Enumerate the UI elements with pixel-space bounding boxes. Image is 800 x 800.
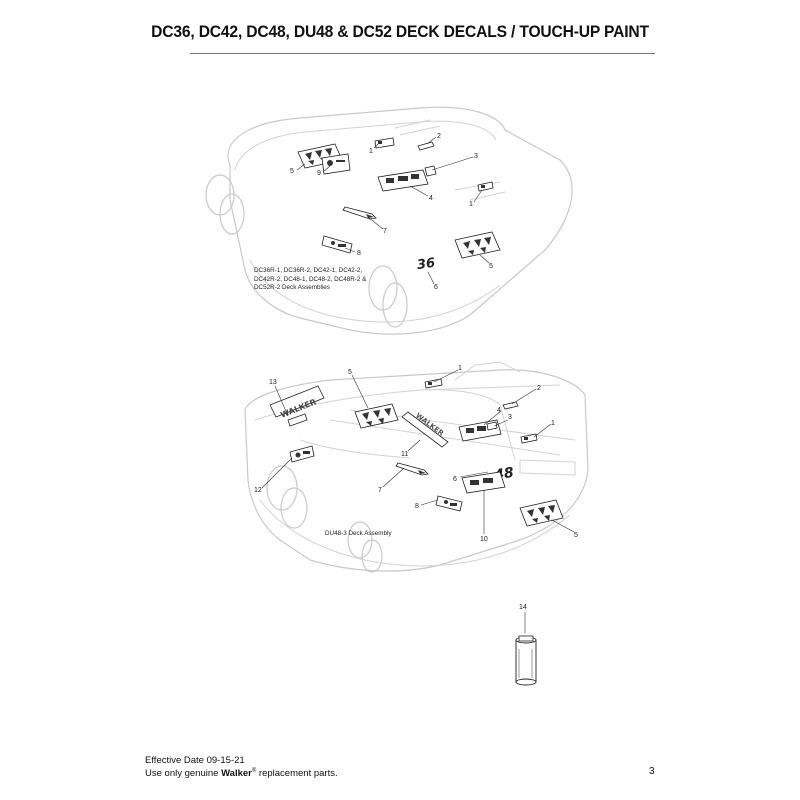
page-title: DC36, DC42, DC48, DU48 & DC52 DECK DECAL… [151,22,649,41]
callout-3: 3 [474,153,478,160]
decal-1-bottom-right [520,433,538,444]
callout-5: 5 [290,168,294,175]
callout-1-bottom: 1 [458,365,462,372]
touch-up-paint-can: 14 [515,604,537,686]
decal-1-bottom-top [424,378,443,389]
callout-7: 7 [383,228,387,235]
callout-14: 14 [519,604,527,611]
top-deck-callouts: 1 2 3 4 5 9 1 7 8 5 6 [290,133,493,291]
callout-1: 1 [369,148,373,155]
decal-13-brand: WALKER [269,385,325,420]
callout-4-bottom: 4 [497,407,501,414]
decal-8-bottom [435,495,463,512]
bottom-deck-callouts: 13 5 1 2 4 3 1 11 6 12 7 8 10 5 [254,365,578,543]
callout-4: 4 [429,195,433,202]
callout-7-bottom: 7 [378,487,382,494]
decal-4-top [377,169,429,192]
decal-8-top [321,235,353,254]
callout-5-bottom-right: 5 [574,532,578,539]
decal-3-top [424,165,437,177]
decal-11-walker-stripe: WALKER [401,411,449,448]
top-deck-outline [205,106,573,335]
callout-2: 2 [437,133,441,140]
decal-3-bottom [486,421,498,431]
genuine-parts-note: Use only genuine Walker® replacement par… [145,768,338,780]
page-number: 3 [649,766,655,777]
decal-1-top [374,137,395,149]
top-deck-decals: 36 [297,137,501,273]
callout-6-bottom: 6 [453,476,457,483]
decal-7-top [342,206,377,220]
decal-1-right [477,181,494,192]
callout-13: 13 [269,379,277,386]
callout-8: 8 [357,250,361,257]
callout-12: 12 [254,487,262,494]
callout-1-right: 1 [469,201,473,208]
callout-1-bottom-right: 1 [551,420,555,427]
decal-7-bottom [395,462,429,476]
bottom-deck-outline [244,361,589,573]
callout-8-bottom: 8 [415,503,419,510]
decal-2-top [417,141,435,151]
decal-warning-5-right [454,231,501,259]
top-deck-caption: DC36R-1, DC36R-2, DC42-1, DC42-2, DC42R-… [254,267,367,292]
deck-number-36: 36 [416,256,436,273]
callout-10: 10 [480,536,488,543]
callout-11: 11 [401,451,408,458]
callout-5-right: 5 [489,263,493,270]
decal-warning-5-left [354,403,399,429]
decal-warning-5-bottom-right [519,499,564,527]
title-divider [190,53,655,54]
decal-9 [321,153,351,175]
decal-13-small [287,413,308,427]
bottom-deck-caption: DU48-3 Deck Assembly [325,530,392,537]
page-footer: Effective Date 09-15-21 Use only genuine… [145,755,338,779]
callout-9: 9 [317,170,321,177]
callout-3-bottom: 3 [508,414,512,421]
callout-5-bottom-left: 5 [348,369,352,376]
decal-2-bottom [502,401,519,410]
callout-6: 6 [434,284,438,291]
decal-12 [289,445,315,463]
effective-date: Effective Date 09-15-21 [145,755,245,766]
callout-2-bottom: 2 [537,385,541,392]
decal-10 [461,471,506,494]
